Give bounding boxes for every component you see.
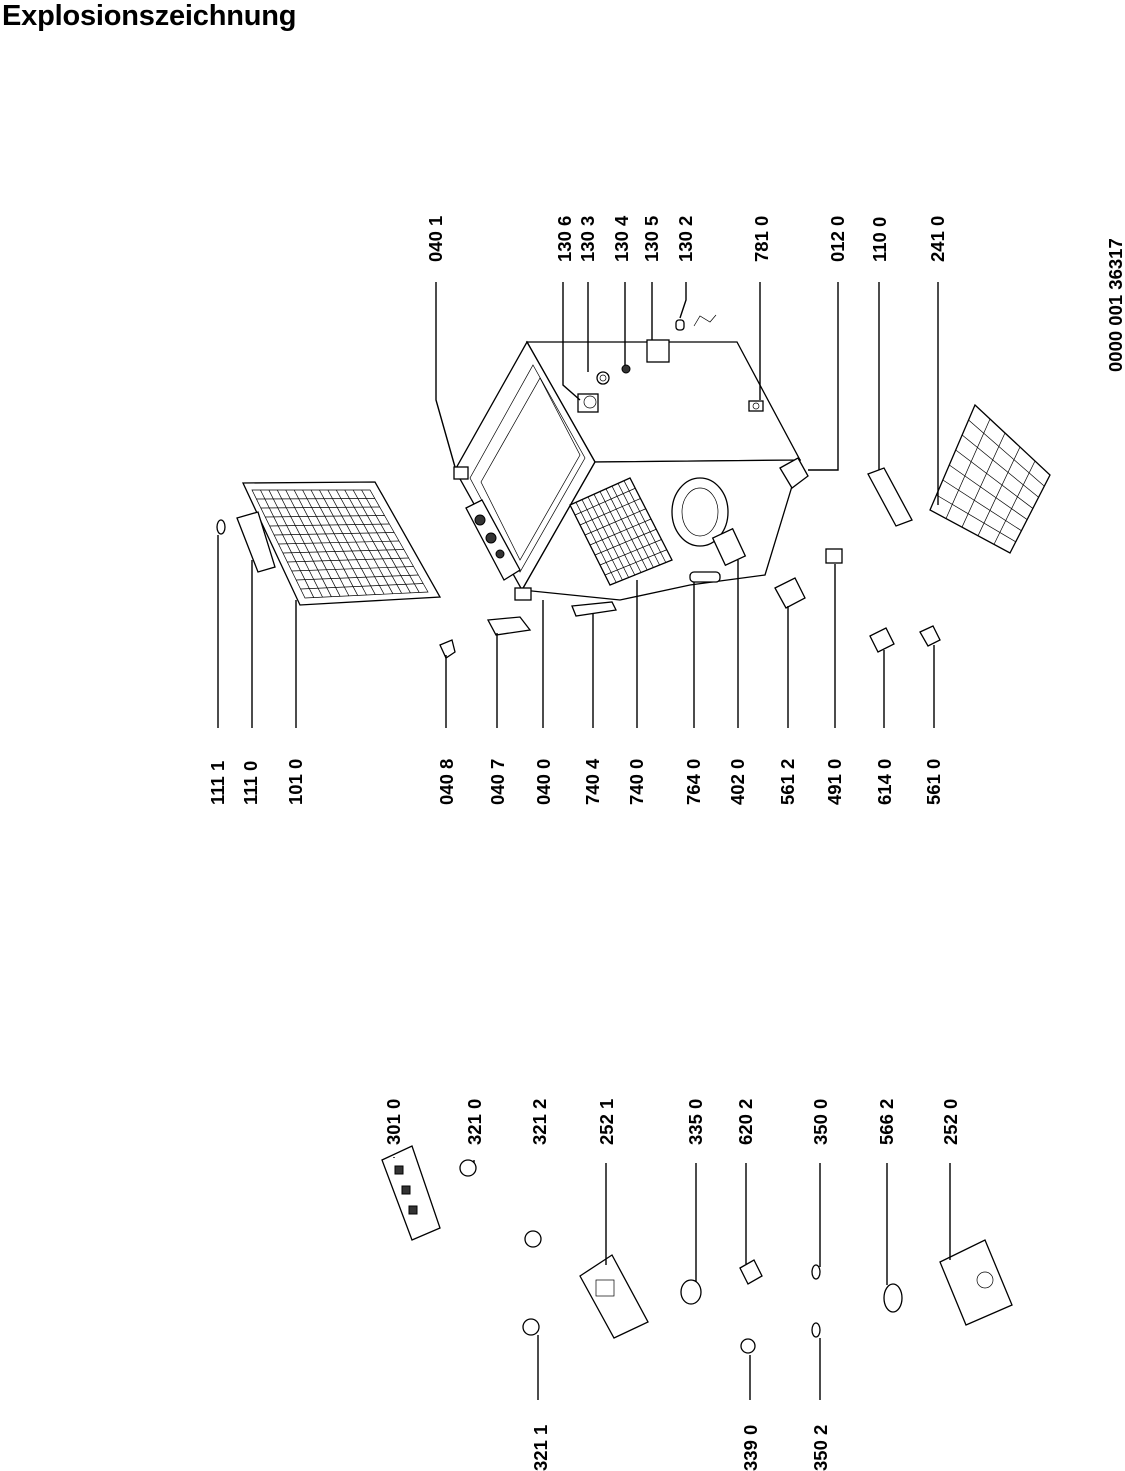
label-1010: 101 0 xyxy=(285,759,306,805)
freezer-cabinet xyxy=(453,314,809,601)
label-7404: 740 4 xyxy=(582,758,603,805)
lid xyxy=(241,481,442,606)
condenser-tube xyxy=(689,571,721,583)
label-5612: 561 2 xyxy=(777,759,798,805)
part-6202 xyxy=(739,1259,763,1285)
label-3390: 339 0 xyxy=(740,1425,761,1471)
control-parts xyxy=(381,1145,1013,1354)
part-5612 xyxy=(774,577,806,609)
evaporator-grid xyxy=(569,477,673,586)
label-3211: 321 1 xyxy=(530,1425,551,1471)
hinge-bottom xyxy=(514,587,532,601)
part-3390 xyxy=(740,1338,756,1354)
label-1302: 130 2 xyxy=(675,216,696,262)
label-3350: 335 0 xyxy=(685,1099,706,1145)
label-6140: 614 0 xyxy=(874,759,895,805)
terminal-box xyxy=(646,339,670,363)
label-1100: 110 0 xyxy=(869,217,890,262)
part-1100 xyxy=(867,467,913,527)
label-4020: 402 0 xyxy=(727,759,748,805)
hinge-top xyxy=(453,466,469,480)
thermostat-2520 xyxy=(939,1239,1013,1326)
part-5610 xyxy=(919,625,941,647)
label-4910: 491 0 xyxy=(824,759,845,805)
knob-3211 xyxy=(522,1318,540,1336)
cabinet-foot xyxy=(779,457,809,489)
label-1111: 111 1 xyxy=(207,761,228,805)
label-1305: 130 5 xyxy=(641,216,662,262)
part-3500 xyxy=(811,1264,821,1280)
label-6202: 620 2 xyxy=(735,1099,756,1145)
label-1306: 130 6 xyxy=(554,216,575,262)
label-5662: 566 2 xyxy=(876,1099,897,1145)
label-5610: 561 0 xyxy=(923,759,944,805)
label-3212: 321 2 xyxy=(529,1099,550,1145)
label-2410: 241 0 xyxy=(927,216,948,262)
label-0408: 040 8 xyxy=(436,759,457,805)
spring-5662 xyxy=(883,1283,903,1313)
compressor xyxy=(671,477,747,567)
part-4910 xyxy=(825,548,843,564)
label-0407: 040 7 xyxy=(487,759,508,805)
thermostat-2521 xyxy=(579,1254,649,1339)
part-0407 xyxy=(486,616,532,636)
part-6140 xyxy=(869,627,895,653)
label-0400: 040 0 xyxy=(533,759,554,805)
knob-3210 xyxy=(459,1159,477,1177)
label-0401: 040 1 xyxy=(425,216,446,262)
wire-basket xyxy=(929,403,1051,554)
label-3010: 301 0 xyxy=(383,1099,404,1145)
label-1306-leader xyxy=(562,282,581,401)
document-number: 0000 001 36317 xyxy=(1105,238,1125,372)
knob-3212 xyxy=(524,1230,542,1248)
label-2521: 252 1 xyxy=(596,1099,617,1145)
label-0401-leader xyxy=(435,282,456,468)
label-1302-leader xyxy=(679,282,687,319)
page-title: Explosionszeichnung xyxy=(2,0,297,32)
label-1303: 130 3 xyxy=(577,216,598,262)
label-3210: 321 0 xyxy=(464,1099,485,1145)
handle-cap xyxy=(216,519,226,535)
label-1110: 111 0 xyxy=(240,761,261,805)
label-0120-leader xyxy=(808,282,839,471)
part-0408 xyxy=(439,639,456,659)
control-panel xyxy=(381,1145,441,1241)
label-3502: 350 2 xyxy=(810,1425,831,1471)
label-7810: 781 0 xyxy=(751,216,772,262)
label-7640: 764 0 xyxy=(683,759,704,805)
label-1304: 130 4 xyxy=(611,215,632,262)
part-3502 xyxy=(811,1322,821,1338)
lid-handle xyxy=(236,511,276,573)
label-3500: 350 0 xyxy=(810,1099,831,1145)
label-2520: 252 0 xyxy=(940,1099,961,1145)
part-7404 xyxy=(571,601,617,617)
part-3350 xyxy=(680,1279,702,1305)
label-7400: 740 0 xyxy=(626,759,647,805)
label-0120: 012 0 xyxy=(827,216,848,262)
